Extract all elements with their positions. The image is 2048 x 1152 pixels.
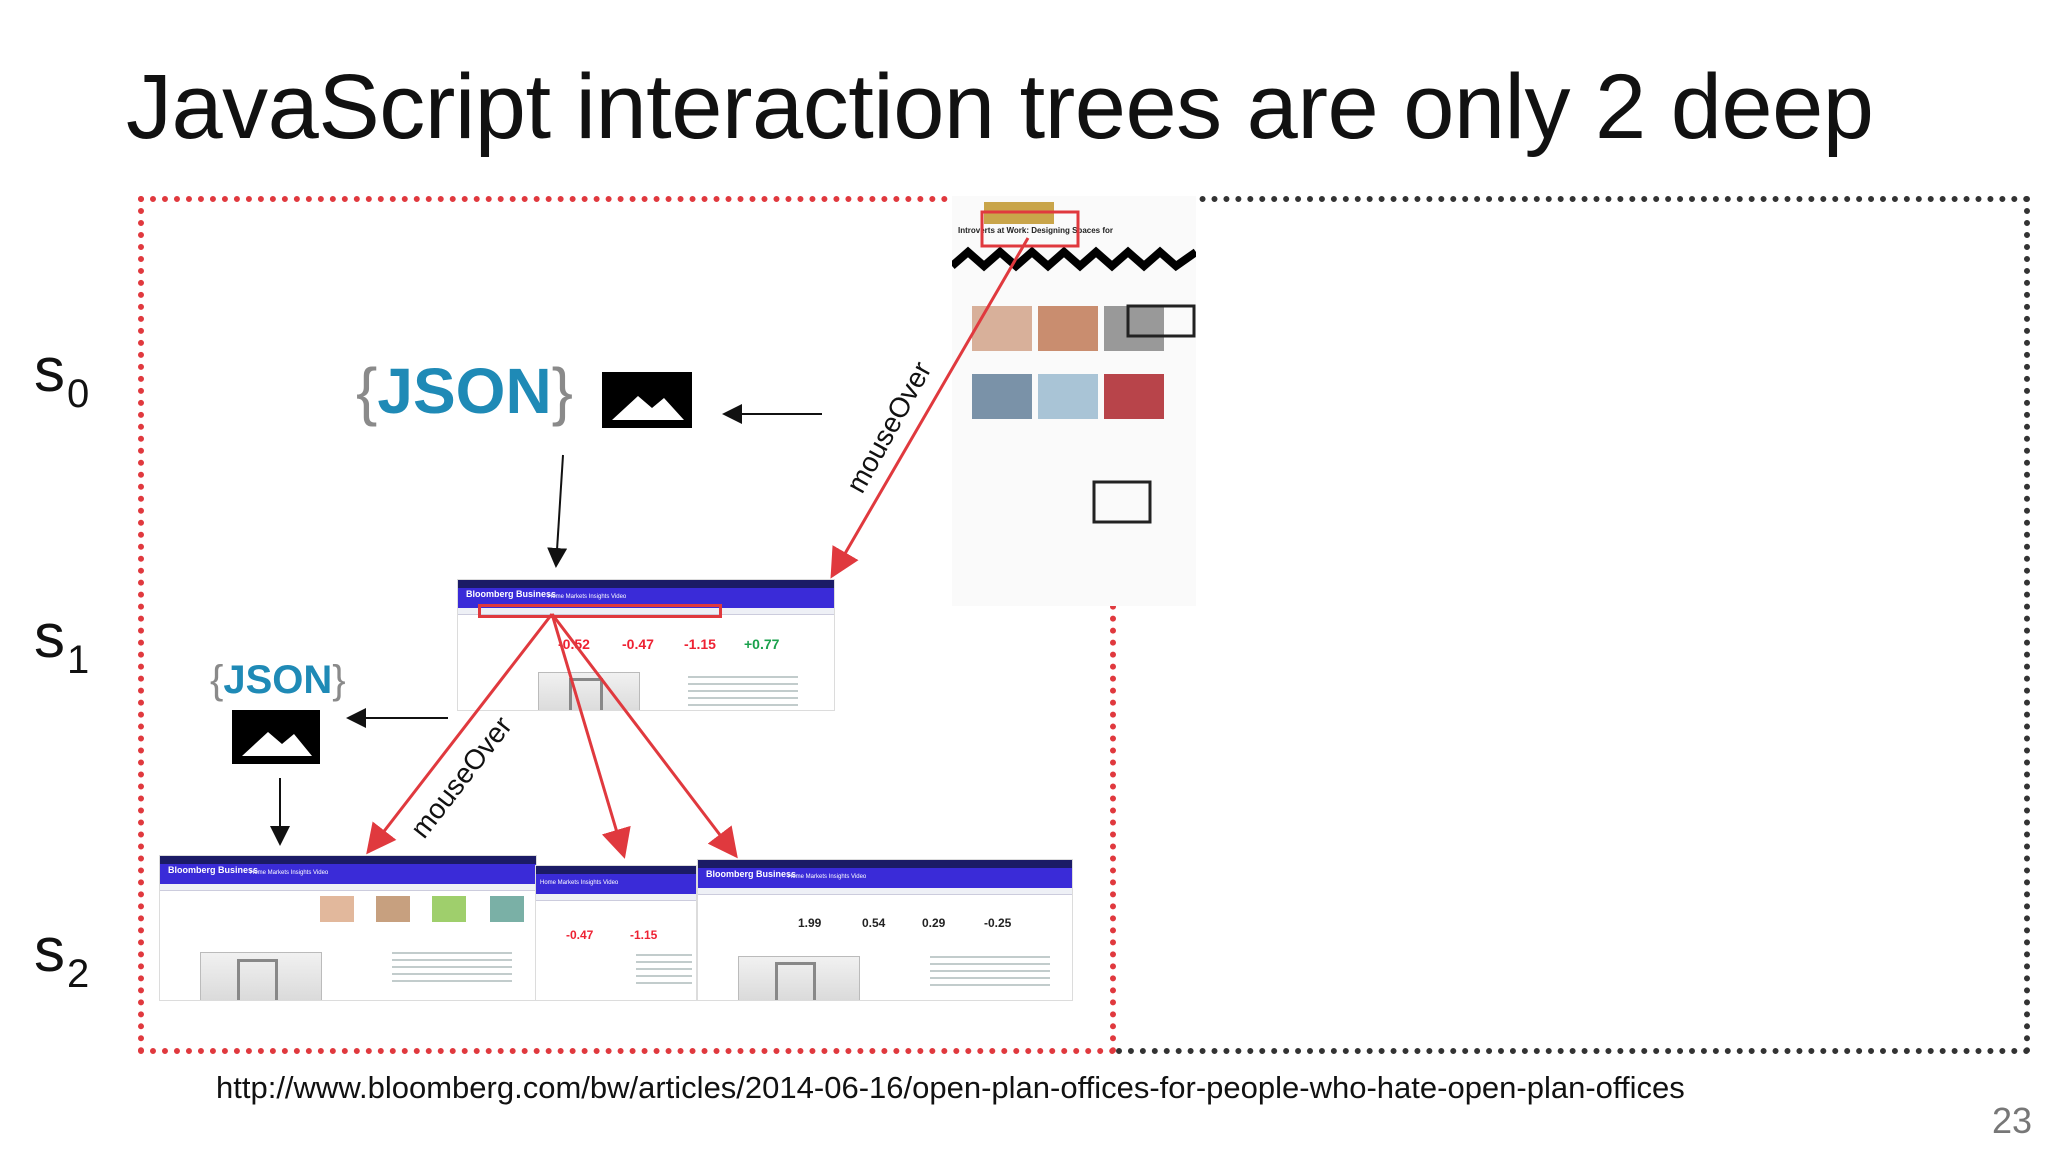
hover-target-box	[1092, 480, 1152, 524]
photo-thumbnail	[376, 896, 410, 922]
photo-thumbnail	[320, 896, 354, 922]
json-logo-s1: {JSON}	[210, 658, 346, 702]
market-value: -0.47	[566, 928, 594, 942]
torn-edge-icon	[952, 246, 1196, 272]
mouseover-edge-s0-s1	[830, 237, 1030, 579]
source-url: http://www.bloomberg.com/bw/articles/201…	[216, 1070, 1685, 1105]
mouseover-edge-s1-s2a	[366, 613, 554, 855]
headline-text	[636, 954, 692, 984]
hover-target-box	[1126, 304, 1196, 338]
photo-thumbnail	[490, 896, 524, 922]
market-value: 1.99	[798, 916, 822, 930]
json-logo-s0: {JSON}	[356, 355, 574, 427]
headline-text	[688, 676, 798, 706]
market-value: -0.47	[622, 636, 654, 652]
market-value: +0.77	[744, 636, 780, 652]
hover-target-highlight	[980, 210, 1080, 248]
slide-title: JavaScript interaction trees are only 2 …	[126, 56, 1874, 158]
photo-thumbnail	[1038, 374, 1098, 419]
mouseover-edge-s1-s2c	[550, 613, 738, 859]
photo-thumbnail	[1104, 306, 1164, 351]
market-value: 0.29	[922, 916, 946, 930]
mouseover-edge-s1-s2b	[550, 613, 631, 859]
headline-text	[392, 952, 512, 982]
market-value: 0.54	[862, 916, 886, 930]
article-heading: Introverts at Work: Designing Spaces for	[958, 226, 1113, 235]
photo-thumbnail	[432, 896, 466, 922]
state-label-s0: s0	[34, 336, 90, 417]
state-label-s1: s1	[34, 602, 90, 683]
photo-thumbnail	[1104, 374, 1164, 419]
article-screenshot: Introverts at Work: Designing Spaces for	[952, 196, 1196, 606]
office-photo	[738, 956, 860, 1000]
state-label-s2: s2	[34, 916, 90, 997]
submenu-highlight	[478, 604, 722, 618]
image-icon	[232, 710, 320, 764]
screenshot-s2-markets: Home Markets Insights Video -0.47 -1.15	[536, 866, 696, 1000]
photo-thumbnail	[972, 374, 1032, 419]
market-value: -1.15	[630, 928, 658, 942]
depth-two-region	[138, 196, 1116, 1054]
market-value: -0.25	[984, 916, 1012, 930]
transition-arrow-s0-s1	[547, 454, 568, 568]
market-value: -1.15	[684, 636, 716, 652]
page-region	[1116, 196, 2030, 1054]
office-photo	[200, 952, 322, 1000]
photo-thumbnail	[1038, 306, 1098, 351]
headline-text	[930, 956, 1050, 986]
page-number: 23	[1991, 1100, 2032, 1141]
office-photo	[538, 672, 640, 710]
photo-thumbnail	[972, 306, 1032, 351]
image-icon	[602, 372, 692, 428]
